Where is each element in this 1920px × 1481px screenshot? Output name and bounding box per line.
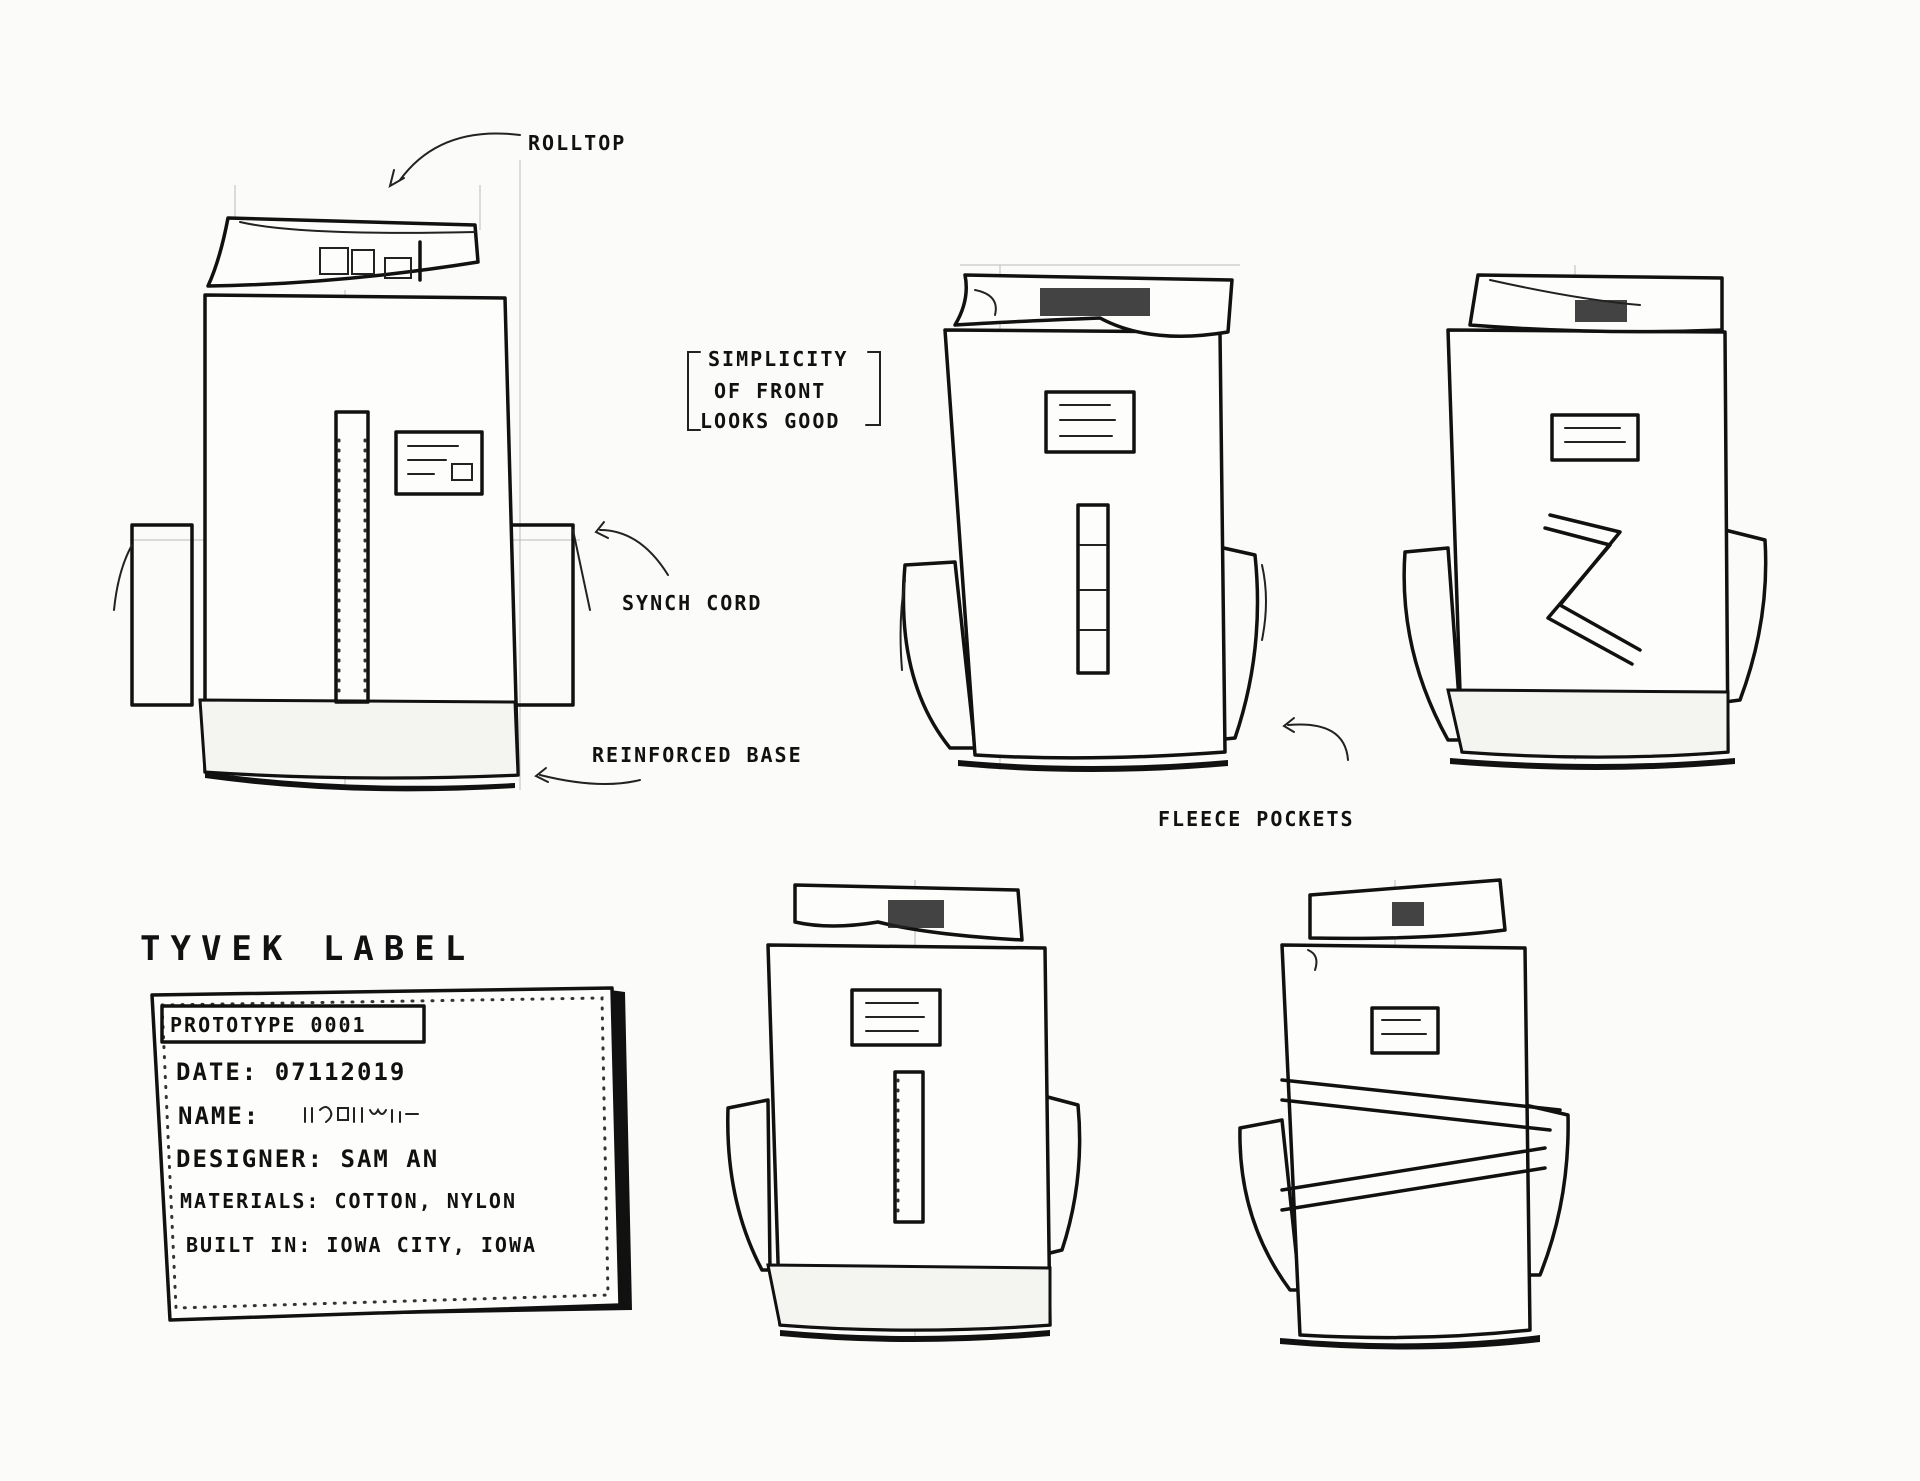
- annotation-simplicity-line1: SIMPLICITY: [708, 347, 848, 371]
- annotation-roll-top: ROLLTOP: [528, 131, 626, 155]
- annotation-simplicity-line2: OF FRONT: [714, 379, 826, 403]
- tyvek-label-built-in: BUILT IN: IOWA CITY, IOWA: [186, 1233, 537, 1257]
- side-pocket-right: [508, 525, 573, 705]
- tyvek-label-designer: DESIGNER: SAM AN: [176, 1145, 439, 1173]
- backpack-sketch-main: [114, 133, 668, 791]
- backpack-sketch-variant-3: [1404, 265, 1766, 770]
- tyvek-label-heading: TYVEK LABEL: [140, 929, 475, 969]
- roll-top: [208, 218, 478, 286]
- backpack-sketch-variant-5: [1240, 880, 1568, 1350]
- side-pocket-left: [132, 525, 192, 705]
- backpack-sketch-variant-2: [901, 265, 1266, 772]
- tyvek-label-name: NAME:: [178, 1102, 260, 1130]
- annotation-reinforced-base: REINFORCED BASE: [592, 743, 803, 767]
- backpack-sketch-variant-4: [728, 880, 1080, 1342]
- tyvek-label-materials: MATERIALS: COTTON, NYLON: [180, 1189, 517, 1213]
- annotation-simplicity-line3: LOOKS GOOD: [700, 409, 840, 433]
- tyvek-label-prototype: PROTOTYPE 0001: [170, 1013, 367, 1037]
- tyvek-label-date: DATE: 07112019: [176, 1058, 406, 1086]
- annotation-synch-cord: SYNCH CORD: [622, 591, 762, 615]
- annotation-fleece-pockets: FLEECE POCKETS: [1158, 807, 1355, 831]
- reinforced-base: [200, 700, 518, 778]
